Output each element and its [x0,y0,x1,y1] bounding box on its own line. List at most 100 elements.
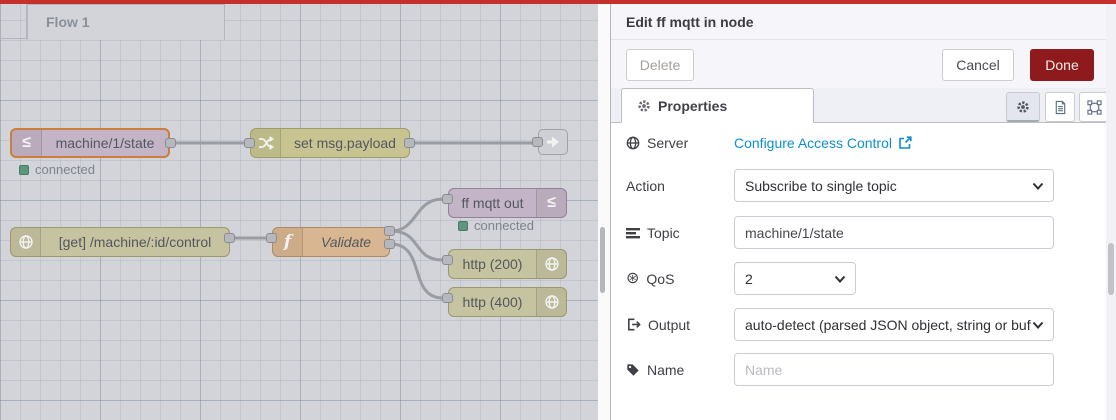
action-row: Action Subscribe to single topic [626,169,1054,202]
configure-access-control-link[interactable]: Configure Access Control [734,135,912,151]
server-row: Server Configure Access Control [626,130,912,156]
topic-row: Topic [626,216,1054,249]
scrollbar-thumb[interactable] [600,227,605,293]
qos-circle-asterisk-icon: ⊛ [626,269,640,287]
node-label: http (400) [462,294,523,310]
output-select[interactable]: auto-detect (parsed JSON object, string … [734,308,1054,341]
node-label: Validate [320,234,372,250]
flow-canvas: Flow 1 ≤ machine/1/state connected set m… [0,4,598,420]
expand-editor-button[interactable] [1079,92,1109,122]
globe-icon [626,136,640,150]
status-text: connected [35,162,95,177]
chevron-down-icon [1032,321,1044,329]
chevron-down-icon [1032,182,1044,190]
node-change[interactable]: set msg.payload [250,128,410,158]
status-dot [458,220,468,231]
node-label: set msg.payload [294,135,396,151]
panel-button-row: Delete Cancel Done [611,40,1116,88]
topic-input[interactable] [734,216,1054,249]
action-label-text: Action [626,177,665,194]
server-label-text: Server [647,135,689,151]
edit-node-panel: Edit ff mqtt in node Delete Cancel Done … [610,4,1116,420]
output-port[interactable] [404,138,415,148]
name-input[interactable] [734,353,1054,386]
input-port[interactable] [442,293,453,303]
flow-tab[interactable]: Flow 1 [27,4,225,40]
sign-out-icon [628,318,641,331]
input-port[interactable] [532,137,543,147]
panel-tabbar: Properties [611,88,1109,123]
flow-tabbar-edge [0,4,27,39]
node-function-validate[interactable]: f Validate [272,227,390,257]
expand-icon [1086,99,1102,115]
node-status: connected [458,218,534,233]
name-row: Name [626,353,1054,386]
wires-layer [174,141,539,300]
input-port[interactable] [442,194,453,204]
wire[interactable] [389,229,445,262]
topic-label: Topic [626,225,734,241]
qos-label: ⊛ QoS [626,269,734,287]
tasks-icon [626,227,640,238]
name-label-text: Name [647,361,685,378]
output-port[interactable] [165,138,176,148]
doc-icon [1055,100,1065,114]
node-mqtt-in[interactable]: ≤ machine/1/state [10,128,170,158]
node-label: machine/1/state [55,135,155,151]
mqtt-bridge-icon: ≤ [12,130,42,156]
globe-icon [536,288,566,316]
function-f-icon: f [273,228,303,256]
qos-row: ⊛ QoS 2 [626,262,856,295]
node-http-response-200[interactable]: http (200) [448,249,567,279]
node-label: [get] /machine/:id/control [58,234,212,250]
delete-button[interactable]: Delete [626,49,694,81]
tab-properties[interactable]: Properties [621,88,814,123]
output-label-text: Output [648,316,691,333]
status-dot [19,164,29,175]
output-row: Output auto-detect (parsed JSON object, … [626,308,1054,341]
external-link-icon [899,136,912,149]
input-port[interactable] [266,233,277,243]
globe-icon [11,228,41,256]
scrollbar-thumb[interactable] [1108,243,1114,295]
server-label: Server [626,135,734,151]
action-select-value: Subscribe to single topic [745,177,897,194]
node-http-response-400[interactable]: http (400) [448,287,567,317]
name-label: Name [626,362,734,378]
tab-label: Properties [658,97,728,114]
done-button[interactable]: Done [1030,49,1094,81]
node-mqtt-out[interactable]: ff mqtt out ≤ [448,188,567,218]
output-label: Output [626,317,734,333]
tag-icon [627,363,639,376]
app-top-border [0,0,1116,4]
action-select[interactable]: Subscribe to single topic [734,169,1054,202]
description-doc-button[interactable] [1045,92,1075,122]
topic-label-text: Topic [647,224,680,241]
qos-label-text: QoS [646,270,675,287]
chevron-down-icon [834,275,846,283]
gear-icon [1017,100,1029,113]
cancel-button[interactable]: Cancel [942,49,1014,81]
action-label: Action [626,178,734,194]
panel-scrollbar[interactable] [1106,4,1116,420]
output-port[interactable] [224,233,235,243]
link-text: Configure Access Control [734,135,892,151]
output-port-2[interactable] [384,239,395,249]
input-port[interactable] [244,138,255,148]
wire[interactable] [389,242,445,300]
output-select-value: auto-detect (parsed JSON object, string … [745,316,1031,333]
qos-select[interactable]: 2 [734,262,856,295]
properties-gear-button[interactable] [1006,92,1040,122]
panel-title: Edit ff mqtt in node [611,4,1116,40]
wire[interactable] [389,197,445,233]
globe-icon [536,250,566,278]
node-label: http (200) [462,256,523,272]
link-out-arrow-icon [547,136,559,148]
input-port[interactable] [442,255,453,265]
node-http-in[interactable]: [get] /machine/:id/control [10,227,230,257]
status-text: connected [474,218,534,233]
qos-select-value: 2 [745,270,753,287]
workspace-scrollbar[interactable] [598,4,610,420]
gear-icon [638,99,650,112]
output-port-1[interactable] [384,226,395,236]
